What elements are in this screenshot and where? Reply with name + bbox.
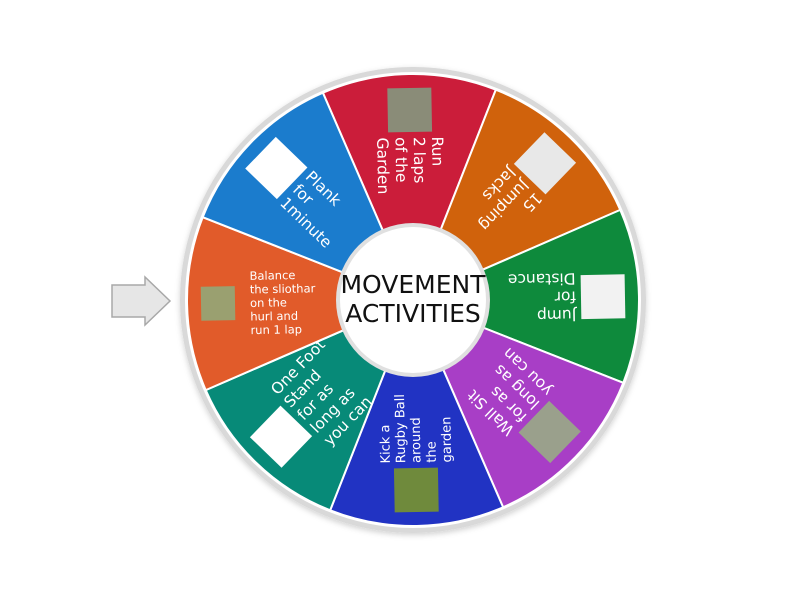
center-title-line-2: ACTIVITIES [345, 299, 481, 328]
plank-photo [245, 136, 308, 200]
segment-label-line: Run [428, 136, 447, 166]
segment-label-line: Garden [373, 137, 392, 194]
long-jump-photo [580, 274, 626, 320]
center-title-line-1: MOVEMENT [340, 270, 486, 299]
segment-label-line: Distance [508, 269, 576, 288]
segment-label-line: Balance [249, 268, 295, 283]
hurl-sliothar-photo [200, 286, 236, 321]
segment-label-line: the [424, 441, 439, 463]
segment-label-line: run 1 lap [250, 322, 302, 337]
segment-label-line: Jump [537, 306, 578, 325]
segment-label-line: the sliothar [250, 281, 316, 296]
rugby-ball-photo [393, 467, 439, 513]
running-photo [387, 87, 433, 133]
center-hub[interactable] [340, 227, 486, 373]
segment-label-line: Kick a [378, 424, 394, 463]
segment-label-line: hurl and [250, 309, 298, 324]
segment-label-line: 2 laps [410, 137, 429, 184]
wheel-segment[interactable] [321, 73, 498, 303]
wall-sit-photo [518, 400, 581, 464]
wheel-segment[interactable] [410, 208, 640, 385]
segment-label-line: on the [250, 295, 287, 310]
pointer-arrow-icon [111, 275, 172, 327]
one-foot-stand-silhouette [249, 405, 313, 468]
segment-label-line: Rugby Ball [393, 394, 409, 463]
segment-label-line: for [554, 288, 576, 306]
segment-label-line: around [409, 417, 425, 463]
segment-label-line: garden [439, 416, 455, 462]
wheel-segment[interactable] [328, 297, 505, 527]
wheel-segment[interactable] [186, 215, 416, 392]
segment-label-line: of the [391, 137, 410, 183]
jumping-jacks-photo [513, 132, 577, 195]
